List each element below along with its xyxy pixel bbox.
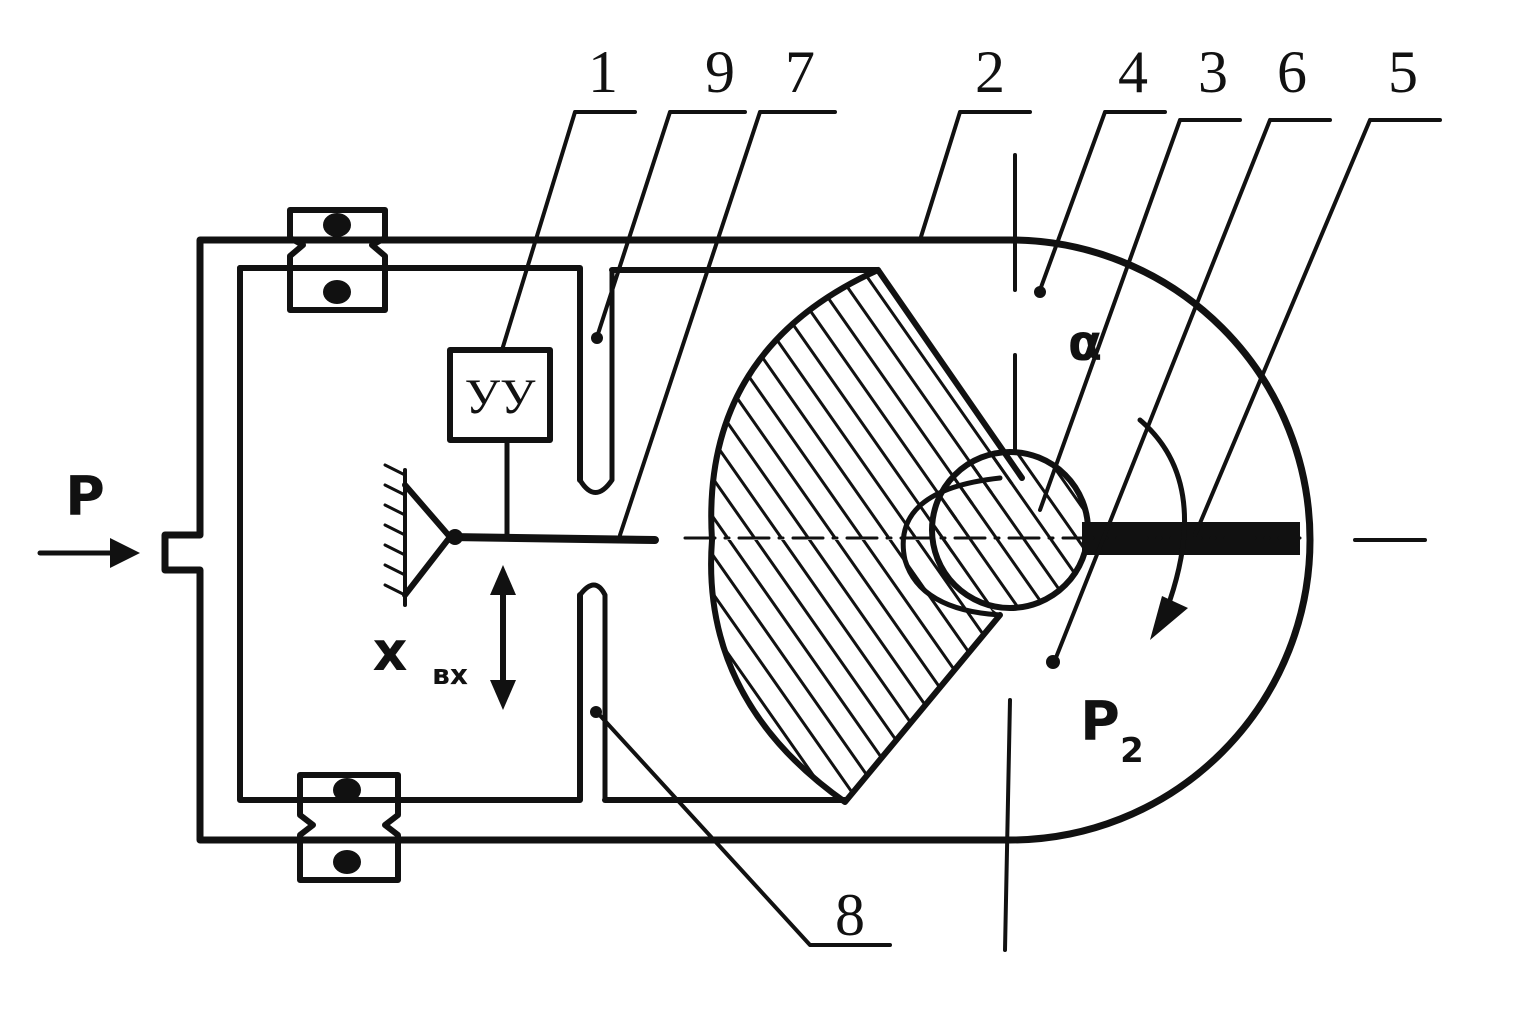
symbols: P α P 2 x вх: [65, 314, 1144, 771]
label-5: 5: [1388, 39, 1418, 105]
top-seal: [287, 207, 388, 313]
label-9: 9: [705, 39, 735, 105]
pressure-out-label: P: [1080, 690, 1120, 753]
inner-chamber: [237, 265, 881, 803]
input-pressure-arrow: [37, 538, 140, 568]
input-displacement-arrow: [490, 565, 516, 710]
hub: [929, 449, 1091, 611]
pressure-out-subscript: 2: [1120, 731, 1144, 771]
control-device-label: УУ: [465, 368, 536, 424]
input-x-label: x: [373, 620, 408, 683]
label-6: 6: [1277, 39, 1307, 105]
label-8: 8: [835, 882, 865, 948]
label-2: 2: [975, 39, 1005, 105]
pressure-in-label: P: [65, 465, 105, 528]
rotation-arrow: [1137, 417, 1188, 640]
label-7: 7: [785, 39, 815, 105]
number-labels: 1 9 7 2 4 3 6 5 8: [588, 39, 1418, 948]
bottom-seal: [297, 772, 401, 883]
angle-label: α: [1068, 314, 1102, 372]
control-device: УУ: [447, 347, 553, 538]
input-x-subscript: вх: [432, 658, 468, 691]
label-3: 3: [1198, 39, 1228, 105]
label-4: 4: [1118, 39, 1148, 105]
centerlines: [683, 153, 1427, 952]
leader-lines: [500, 110, 1442, 947]
label-1: 1: [588, 39, 618, 105]
flapper: [383, 463, 659, 607]
outer-casing: [161, 236, 1314, 844]
